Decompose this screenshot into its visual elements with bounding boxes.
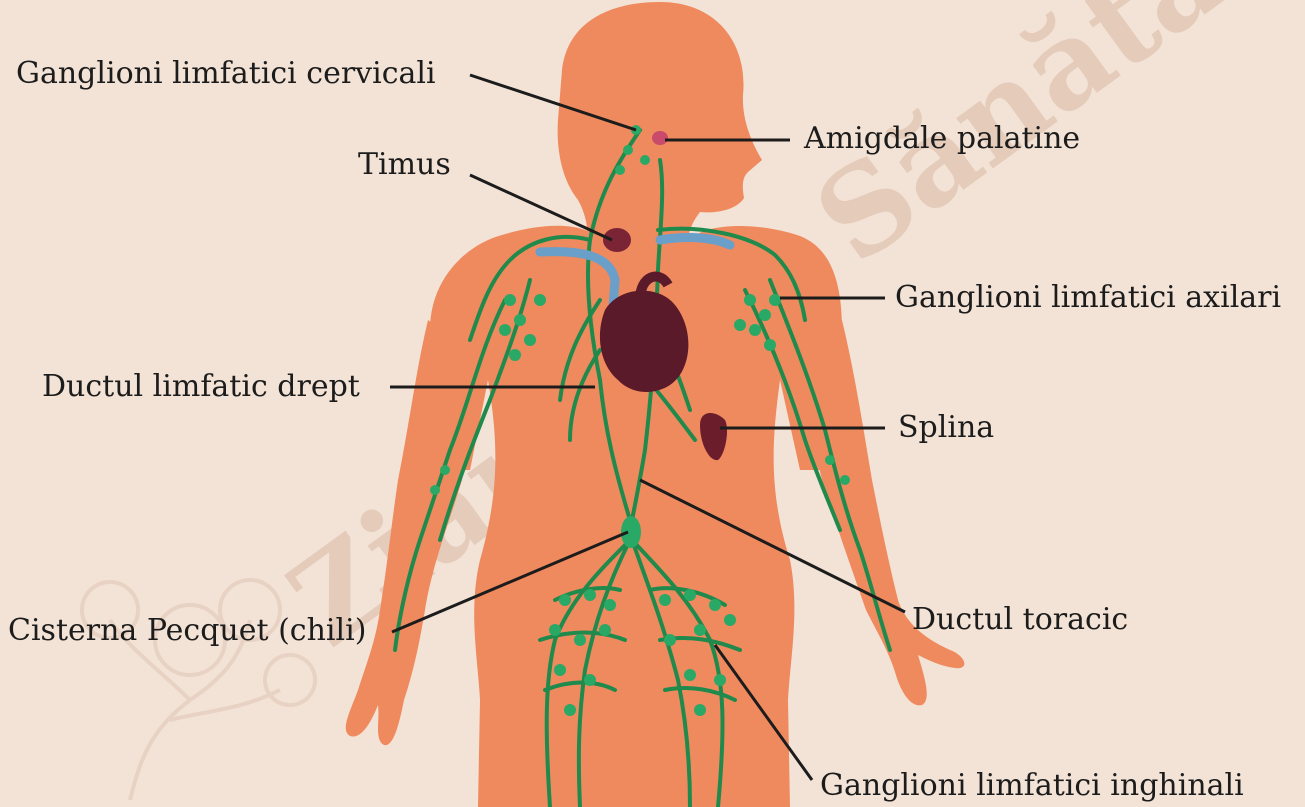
label-inguinal-nodes: Ganglioni limfatici inghinali [820, 768, 1244, 804]
label-cervical-nodes: Ganglioni limfatici cervicali [16, 56, 436, 92]
label-axillary-nodes: Ganglioni limfatici axilari [895, 280, 1281, 316]
right-arm [800, 320, 964, 705]
thymus [603, 228, 631, 252]
label-thymus: Timus [358, 147, 451, 183]
label-right-lymphatic-duct: Ductul limfatic drept [42, 369, 360, 405]
label-cisterna-chyli: Cisterna Pecquet (chili) [8, 613, 366, 649]
cisterna-chyli [621, 516, 641, 548]
label-spleen: Splina [898, 410, 994, 446]
tonsil [652, 131, 668, 145]
label-thoracic-duct: Ductul toracic [912, 602, 1128, 638]
label-tonsils: Amigdale palatine [804, 121, 1080, 157]
